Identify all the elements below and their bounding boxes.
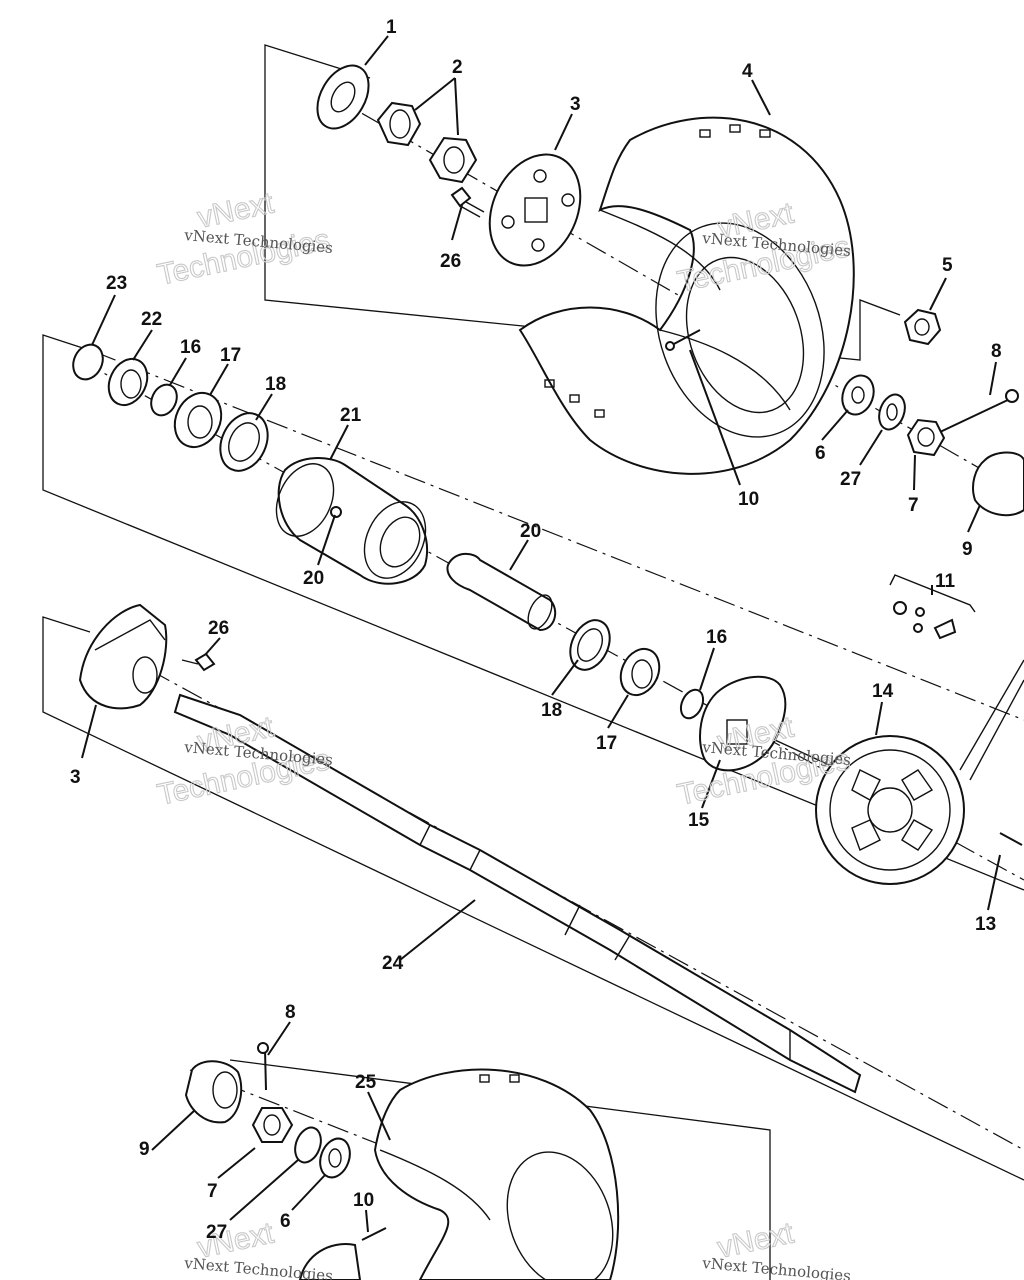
callout-26-upper: 26 <box>440 251 461 272</box>
callout-9-lower: 9 <box>139 1139 150 1160</box>
callout-16-middle: 16 <box>180 337 201 358</box>
cap-part-9-upper <box>972 451 1024 517</box>
callout-labels: 1 2 3 4 26 5 8 10 6 27 7 9 23 22 16 17 1… <box>70 17 1002 1243</box>
callout-15: 15 <box>688 810 710 831</box>
seal-part-22 <box>107 357 149 407</box>
callout-17-middle: 17 <box>220 345 241 366</box>
callout-2: 2 <box>452 57 463 78</box>
callout-25: 25 <box>355 1072 377 1093</box>
watermark-middle-left: vNext Technologies vNext Technologies <box>154 710 334 812</box>
hub-part-3-lower <box>78 603 168 710</box>
bearing-part-18-lower <box>569 619 611 671</box>
callout-21: 21 <box>340 405 362 426</box>
washer-part-6-lower <box>319 1137 351 1179</box>
callout-18-lower: 18 <box>541 700 562 721</box>
seal-part-17-lower <box>619 647 661 697</box>
callout-17-lower: 17 <box>596 733 617 754</box>
callout-20: 20 <box>303 568 324 589</box>
chain <box>959 659 1024 781</box>
cotter-pin-part-8-lower <box>257 1042 269 1091</box>
nut-part-2a <box>376 101 422 147</box>
callout-8-upper: 8 <box>991 341 1002 362</box>
callout-26-lower: 26 <box>208 618 229 639</box>
washer-part-27-lower <box>294 1126 322 1164</box>
axle-shaft-part-24 <box>173 693 862 1094</box>
callout-5: 5 <box>942 255 953 276</box>
callout-6-upper: 6 <box>815 443 826 464</box>
tire-part-25 <box>298 1068 620 1280</box>
bolt-part-26-lower <box>181 652 216 672</box>
callout-4: 4 <box>742 61 753 82</box>
callout-10-upper: 10 <box>738 489 759 510</box>
callout-1: 1 <box>386 17 397 38</box>
hub-part-3-upper <box>488 153 582 267</box>
valve-stem-part-10-lower <box>361 1227 387 1241</box>
o-ring-part-16-lower <box>679 688 705 720</box>
sprocket-part-14 <box>815 735 965 885</box>
watermark-bottom-right: vNext vNext Technologies <box>701 1216 852 1280</box>
watermark-top-left: vNext Technologies vNext Technologies <box>154 186 334 292</box>
nut-part-2b <box>428 136 478 184</box>
sprocket-hub-part-15 <box>699 675 841 772</box>
valve-stem-part-10-upper <box>665 329 701 351</box>
washer-part-6-upper <box>841 374 875 416</box>
washer-part-27-upper <box>878 393 906 431</box>
spacer-tube-part-19 <box>446 552 557 632</box>
callout-6-lower: 6 <box>280 1211 291 1232</box>
tire-part-4 <box>518 116 855 475</box>
cap-part-9-lower <box>184 1060 243 1124</box>
callout-7-upper: 7 <box>908 495 919 516</box>
callout-3-upper: 3 <box>570 94 581 115</box>
o-ring-part-16-middle <box>150 383 178 417</box>
master-link-part-11 <box>889 574 976 640</box>
bolt-part-26-upper <box>450 186 485 218</box>
callout-14: 14 <box>872 681 894 702</box>
callout-22: 22 <box>141 309 162 330</box>
cotter-pin-part-8-upper <box>939 389 1019 433</box>
callout-24: 24 <box>382 953 404 974</box>
watermark-text: vNext Technologies <box>701 1254 852 1280</box>
stud-part-13 <box>999 832 1023 846</box>
callout-23: 23 <box>106 273 127 294</box>
callout-11: 11 <box>935 571 956 592</box>
callout-7-lower: 7 <box>207 1181 218 1202</box>
group-bracket-bottom <box>229 1059 771 1280</box>
callout-10-lower: 10 <box>353 1190 374 1211</box>
nut-part-5 <box>903 308 942 346</box>
callout-13: 13 <box>975 914 996 935</box>
castle-nut-part-7-lower <box>251 1107 294 1143</box>
callout-27-lower: 27 <box>206 1222 227 1243</box>
bearing-housing-part-21 <box>275 457 429 585</box>
callout-27-upper: 27 <box>840 469 861 490</box>
callout-8-lower: 8 <box>285 1002 296 1023</box>
callout-16-lower: 16 <box>706 627 727 648</box>
callout-9-upper: 9 <box>962 539 973 560</box>
group-bracket-lower <box>42 616 1024 1181</box>
leader-lines <box>81 35 1001 1233</box>
castle-nut-part-7-upper <box>906 418 946 457</box>
washer-part-1 <box>316 64 370 130</box>
callout-3-lower: 3 <box>70 767 81 788</box>
bearing-part-18-middle <box>219 412 269 472</box>
callout-19: 20 <box>520 521 541 542</box>
callout-18-middle: 18 <box>265 374 286 395</box>
snap-ring-part-23 <box>72 343 104 381</box>
